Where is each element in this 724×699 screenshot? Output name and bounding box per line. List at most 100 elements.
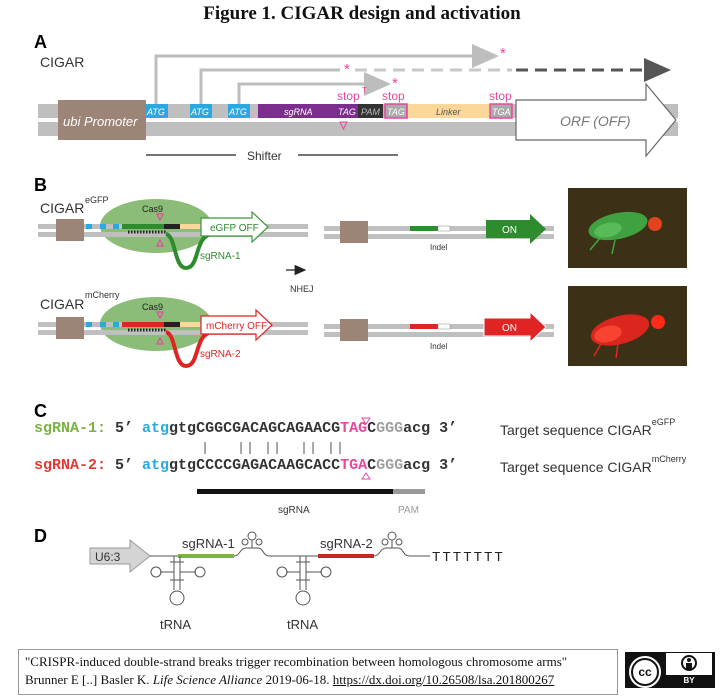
atg-label-2: ATG [190,107,209,117]
target-mcherry-label: Target sequence CIGAR [500,459,652,475]
promoter-mcherry-on [340,319,368,341]
cigar-mcherry-label: CIGAR [40,296,84,312]
pam-bar [393,489,425,494]
citation-box: "CRISPR-induced double-strand breaks tri… [18,649,618,695]
cigar-egfp-label: CIGAR [40,200,84,216]
sgrna2-pam: GGG [376,457,404,474]
ubi-promoter-box [58,100,146,140]
sgrna1-seq: CGGCGACAGCAGAACG [196,420,341,437]
sgrna1-d-label: sgRNA-1 [182,536,235,551]
sgrna2-b-label: sgRNA-2 [200,349,241,360]
trna-1 [150,556,206,606]
sgrna-box-label: sgRNA [284,107,313,117]
promoter-egfp [56,219,84,241]
sgrna1-three: 3’ [430,420,458,437]
sgrna2-five: 5’ [106,457,143,474]
cc-icon: cc [629,656,661,688]
trna1-label: tRNA [160,617,191,632]
target-egfp [122,224,164,229]
stop-star-2: * [344,61,350,78]
frame-arrow-1 [154,44,499,104]
stop-label-2: stop [382,89,405,103]
target-mcherry-on [410,324,438,329]
linker-label: Linker [436,107,462,117]
identity-marks [204,442,341,454]
dna-egfp-bottom [38,232,308,237]
target-mcherry [122,322,164,327]
atg-box-1 [146,104,168,118]
photo-egfp-fly [568,188,687,268]
dna-mcherry-bottom [38,330,308,335]
sgrna-mcherry-hairpin [164,330,213,369]
egfp-off-arrow [200,210,269,244]
promoter-mcherry [56,317,84,339]
sgrna2-three: 3’ [430,457,458,474]
pam-egfp [164,224,180,229]
ubi-promoter-label: ubi Promoter [63,114,138,129]
sgrna1-five: 5’ [106,420,143,437]
target-egfp-sup: eGFP [651,417,676,427]
sgrna-egfp-hairpin [164,232,213,271]
photo-mcherry-fly [568,286,687,366]
terminator-label: TTTTTTT [432,550,505,566]
atg-box-3 [228,104,250,118]
sequence-row-egfp: sgRNA-1: 5’ atggtgCGGCGACAGCAGAACGTAGCGG… [34,420,457,437]
panel-c-letter: C [34,401,47,421]
citation-doi-link[interactable]: https://dx.doi.org/10.26508/lsa.20180026… [332,672,555,687]
atg-mcherry-1 [86,322,92,327]
atg-egfp-2 [100,224,106,229]
target-egfp-on [410,226,438,231]
promoter-egfp-on [340,221,368,243]
target-egfp-text: Target sequence CIGAReGFP [500,417,675,438]
mcherry-off-arrow [200,308,273,342]
cigar-mcherry-sup: mCherry [85,290,120,300]
panel-a-construct-label: CIGAR [40,54,84,70]
tag-box-2 [384,103,408,119]
figure-title: Figure 1. CIGAR design and activation [203,3,521,24]
pam-box [358,104,383,118]
cut-egfp-top [156,213,164,222]
sgrna2-gtg: gtg [169,457,197,474]
indel-mcherry-label: Indel [430,342,448,351]
sgrna1-pam: GGG [376,420,404,437]
pam-bar-label: PAM [398,505,419,516]
mcherry-on-arrow [483,310,547,344]
tga-box [489,103,513,119]
cas9-mcherry-label: Cas9 [142,302,163,312]
cut-triangle-c-bottom [361,472,371,480]
reading-frame-arrows [154,44,671,104]
u6-promoter-label: U6:3 [95,550,121,564]
sgrna-box [258,104,336,118]
dna-mcherry-on-bottom [324,332,554,337]
stop-label-1-super: T [362,86,367,95]
hairpin-1 [241,531,263,548]
pam-box-label: PAM [361,107,380,117]
cc-icon-text: cc [631,658,659,686]
sgrna1-stop: TAG [340,420,368,437]
atg-label-1: ATG [146,107,165,117]
sgrna2-c: C [367,457,377,474]
trna2-label: tRNA [287,617,318,632]
cc-by-license-badge[interactable]: cc BY [625,652,715,688]
pam-mcherry [164,322,180,327]
stop-star-1: * [500,45,506,62]
egfp-on-arrow [486,214,546,244]
panel-b-letter: B [34,175,47,195]
sgrna2-stop: TGA [340,457,368,474]
sequence-row-mcherry: sgRNA-2: 5’ atggtgCCCCGAGACAAGCACCTGACGG… [34,457,457,474]
atg-mcherry-2 [100,322,106,327]
target-egfp-label: Target sequence CIGAR [500,422,652,438]
orf-label: ORF (OFF) [560,113,631,129]
dna-egfp-on-bottom [324,234,554,239]
citation-date: 2019-06-18. [265,672,330,687]
atg-egfp-3 [113,224,119,229]
egfp-off-label: eGFP OFF [210,223,259,234]
linker-egfp [180,224,200,229]
sgrna1-atg: atg [142,420,170,437]
tag-label-2: TAG [387,107,405,117]
sgrna2-spacer [318,554,374,558]
linker-box [408,104,490,118]
target-mcherry-sup: mCherry [651,454,687,464]
sgrna1-name: sgRNA-1: [34,420,107,437]
egfp-on-label: ON [502,225,517,236]
